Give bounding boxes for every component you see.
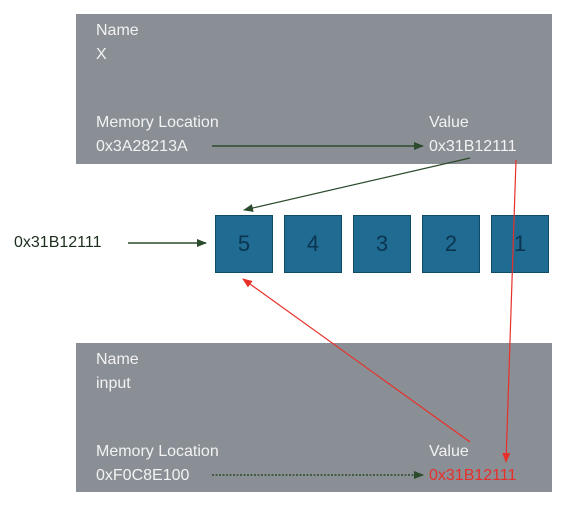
memory-location-value: 0x3A28213A	[96, 138, 188, 155]
value-value: 0x31B12111	[429, 138, 517, 155]
array-cell-2: 3	[353, 215, 411, 273]
memory-location-value: 0xF0C8E100	[96, 467, 190, 484]
name-value: input	[96, 375, 131, 392]
variable-input-box: Name input Memory Location 0xF0C8E100 Va…	[76, 343, 552, 492]
memory-location-label: Memory Location	[96, 114, 219, 131]
array-cell-0: 5	[215, 215, 273, 273]
memory-location-label: Memory Location	[96, 443, 219, 460]
array-address-label: 0x31B12111	[14, 234, 102, 251]
value-value-highlighted: 0x31B12111	[429, 467, 517, 484]
arrow-red-value-to-array	[242, 278, 471, 443]
array-cell-4: 1	[491, 215, 549, 273]
name-value: X	[96, 46, 107, 63]
array-cell-1: 4	[284, 215, 342, 273]
value-label: Value	[429, 114, 469, 131]
name-label: Name	[96, 22, 139, 39]
arrow-top-value-to-array	[243, 157, 471, 212]
name-label: Name	[96, 351, 139, 368]
array-cell-3: 2	[422, 215, 480, 273]
arrow-red-copy-value	[502, 159, 517, 463]
variable-x-box: Name X Memory Location 0x3A28213A Value …	[76, 14, 552, 164]
value-label: Value	[429, 443, 469, 460]
